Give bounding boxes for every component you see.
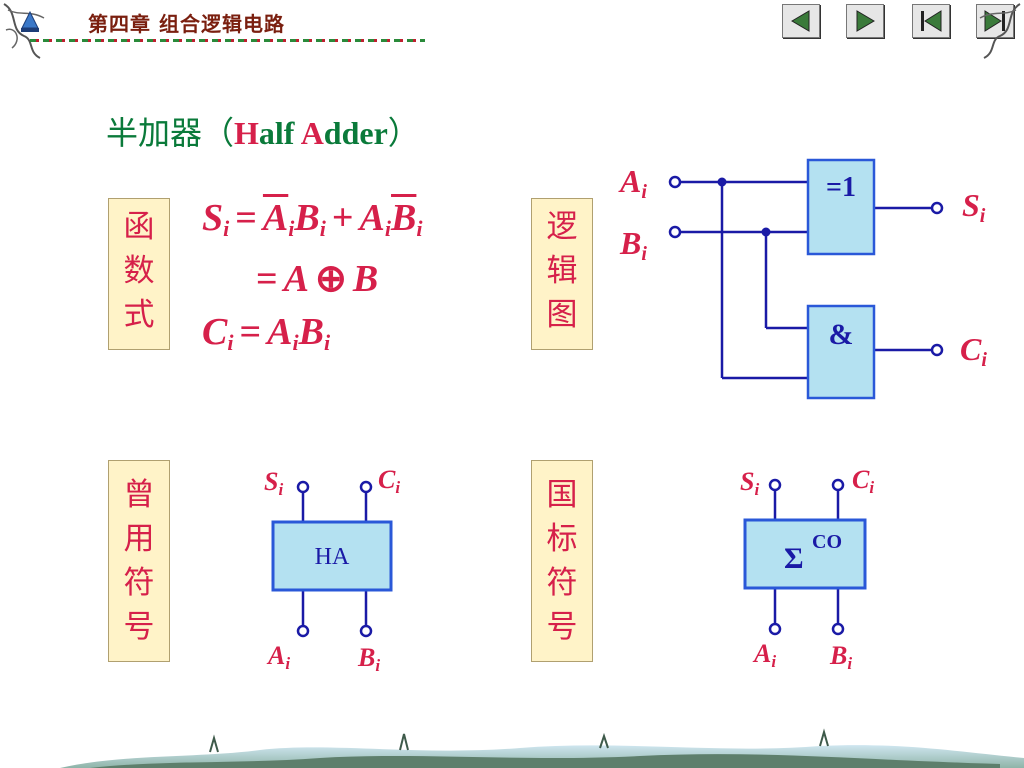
header-divider	[30, 39, 425, 42]
svg-text:CO: CO	[812, 531, 842, 553]
triangle-right-icon	[856, 10, 875, 32]
input-a-label: Ai	[618, 163, 647, 203]
triangle-left-icon	[791, 10, 810, 32]
national-symbol-label: 国标符号	[531, 460, 593, 662]
svg-text:Bi: Bi	[357, 643, 380, 675]
input-b-label: Bi	[619, 225, 647, 265]
chapter-title: 第四章 组合逻辑电路	[88, 12, 285, 36]
last-button[interactable]	[976, 4, 1014, 38]
logic-diagram-label: 逻辑图	[531, 198, 593, 350]
sum-formula: Si=AiBi+AiBi	[202, 197, 423, 241]
and-gate-label: &	[829, 318, 854, 351]
junction-b	[761, 227, 771, 237]
prev-button[interactable]	[782, 4, 820, 38]
svg-text:Σ: Σ	[784, 542, 804, 575]
skip-first-icon	[921, 10, 942, 32]
footer-landscape	[60, 728, 1024, 768]
svg-text:Ai: Ai	[266, 641, 290, 673]
logic-diagram: =1 & Ai Bi Si Ci	[618, 158, 987, 400]
output-c-label: Ci	[960, 331, 987, 371]
svg-text:Si: Si	[264, 467, 283, 499]
old-symbol-label: 曾用符号	[108, 460, 170, 662]
svg-text:Ci: Ci	[852, 465, 874, 497]
next-button[interactable]	[846, 4, 884, 38]
first-button[interactable]	[912, 4, 950, 38]
ha-box	[271, 520, 393, 592]
svg-text:Ai: Ai	[752, 639, 776, 671]
bell-icon	[21, 10, 39, 32]
svg-text:HA: HA	[315, 544, 350, 570]
corner-ornament-left	[3, 3, 45, 59]
svg-text:Si: Si	[740, 467, 759, 499]
sigma-box	[743, 518, 867, 590]
function-label: 函数式	[108, 198, 170, 350]
output-c-terminal	[930, 343, 944, 357]
skip-last-icon	[984, 10, 1005, 32]
xor-formula: =A⊕B	[256, 258, 379, 300]
svg-text:Bi: Bi	[829, 641, 852, 673]
slide-title: 半加器（Half Adder）	[106, 114, 420, 152]
svg-text:Ci: Ci	[378, 465, 400, 497]
ha-symbol: HA Si Ci Ai Bi	[264, 465, 400, 675]
input-a-terminal	[668, 175, 682, 189]
and-gate	[806, 304, 876, 400]
input-b-terminal	[668, 225, 682, 239]
xor-gate	[806, 158, 876, 256]
xor-gate-label: =1	[826, 172, 856, 203]
output-s-label: Si	[962, 187, 986, 227]
output-s-terminal	[930, 201, 944, 215]
carry-formula: Ci=AiBi	[202, 311, 331, 355]
corner-ornament-right	[979, 3, 1021, 59]
sigma-co-symbol: Σ CO Si Ci Ai Bi	[740, 465, 874, 673]
junction-a	[717, 177, 727, 187]
